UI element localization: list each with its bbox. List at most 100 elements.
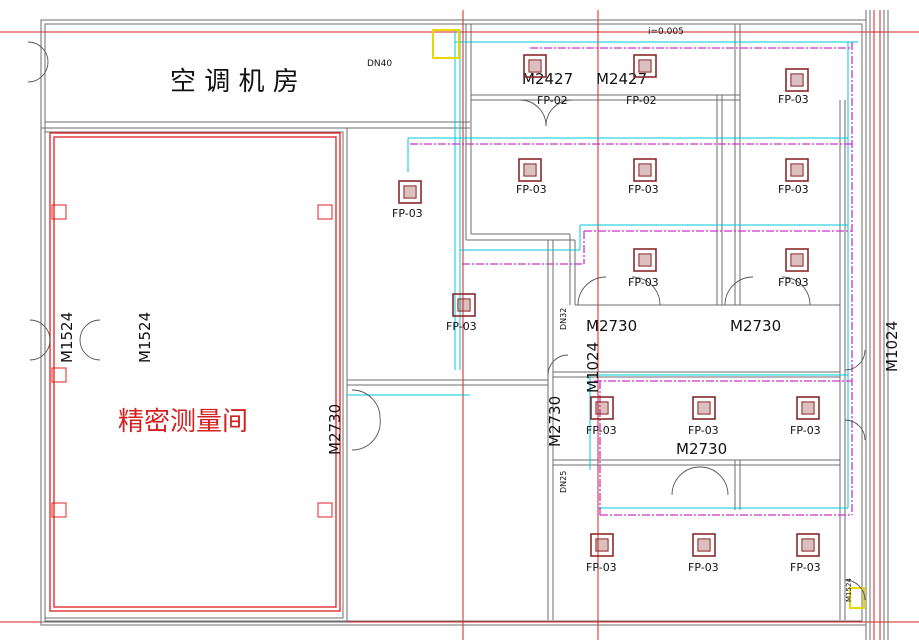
door-label: M2730 — [730, 317, 781, 335]
fan-coil-icon — [785, 158, 809, 182]
fan-coil-icon — [633, 54, 657, 78]
door-marker-yellow — [849, 587, 865, 609]
fan-coil-icon — [796, 533, 820, 557]
fan-coil-grille — [801, 538, 815, 552]
pipe-label-slope: i=0.005 — [648, 27, 684, 37]
fan-coil-icon — [785, 248, 809, 272]
door-swing-office-4 — [781, 276, 811, 306]
fan-coil-label: FP-03 — [778, 183, 809, 196]
fan-coil-unit: FP-03 — [778, 248, 809, 289]
door-swing-office-3 — [724, 276, 754, 306]
fan-coil-icon — [633, 158, 657, 182]
fan-coil-grille — [638, 59, 652, 73]
fan-coil-unit: FP-03 — [446, 293, 477, 333]
fan-coil-grille — [801, 401, 815, 415]
fan-coil-icon — [796, 396, 820, 420]
fan-coil-icon — [590, 396, 614, 420]
door-swing-west-1 — [27, 41, 49, 63]
fan-coil-icon — [785, 68, 809, 92]
fan-coil-unit: FP-03 — [778, 158, 809, 196]
pipe-label-dn40: DN40 — [367, 59, 392, 69]
ac-room-label: 空 调 机 房 — [170, 67, 299, 97]
fan-coil-label: FP-03 — [628, 276, 659, 289]
walls — [40, 10, 889, 640]
fan-coil-label: FP-02 — [537, 94, 568, 107]
door-label: M1524 — [58, 312, 76, 363]
door-swing-m2730-a — [351, 389, 381, 419]
fan-coil-label: FP-03 — [790, 424, 821, 437]
column-5 — [51, 367, 67, 383]
column-3 — [317, 204, 333, 220]
door-swing-side-d — [844, 579, 866, 601]
fan-coil-unit: FP-03 — [516, 158, 547, 196]
columns — [51, 204, 333, 518]
fan-coil-grille — [790, 253, 804, 267]
fan-coil-grille — [638, 253, 652, 267]
fan-coil-label: FP-03 — [586, 424, 617, 437]
door-label: M2427 — [522, 70, 573, 88]
fan-coil-unit: FP-03 — [628, 248, 659, 289]
ahu-equipment — [432, 29, 460, 59]
fan-coil-grille — [697, 538, 711, 552]
door-swings — [27, 41, 866, 601]
door-swing-lower-1 — [671, 466, 701, 496]
door-swing-office-2 — [631, 276, 661, 306]
fan-coil-icon — [692, 396, 716, 420]
precision-room-wall-inner — [44, 131, 344, 619]
fan-coil-unit: FP-03 — [688, 533, 719, 574]
door-swing-m1024-b — [844, 349, 866, 371]
door-label: M1024 — [584, 342, 602, 393]
door-swing-side-c — [844, 419, 866, 441]
pipe-label-dn32: DN32 — [559, 308, 568, 330]
fan-coil-grille — [790, 73, 804, 87]
fan-coil-grille — [697, 401, 711, 415]
door-swing-lower-2 — [699, 466, 729, 496]
fan-coil-unit: FP-03 — [392, 180, 423, 220]
door-label: M1524 — [845, 578, 853, 602]
fan-coil-grille — [457, 298, 471, 312]
door-swing-m1524-2 — [29, 339, 51, 361]
magenta-pipes — [410, 42, 853, 516]
door-swing-m1524-3 — [79, 319, 101, 341]
fan-coil-unit: FP-03 — [586, 396, 617, 437]
fan-coil-grille — [638, 163, 652, 177]
fan-coil-icon — [633, 248, 657, 272]
precision-room-label: 精密测量间 — [118, 407, 248, 437]
column-4 — [317, 502, 333, 518]
door-labels: M2427 M2427 M1524 M1524 M2730 M2730 M273… — [58, 70, 901, 602]
door-swing-m2730-b — [351, 417, 381, 451]
pipe-label-dn25: DN25 — [559, 471, 568, 493]
column-2 — [51, 502, 67, 518]
fan-coil-icon — [452, 293, 476, 317]
door-swing-m1524-4 — [79, 339, 101, 361]
fan-coil-unit: FP-03 — [790, 396, 821, 437]
fan-coil-unit: FP-03 — [628, 158, 659, 196]
fan-coil-unit: FP-03 — [586, 533, 617, 574]
fan-coil-icon — [523, 54, 547, 78]
precision-room-wall — [40, 127, 348, 623]
fan-coil-label: FP-02 — [626, 94, 657, 107]
fan-coil-label: FP-03 — [516, 183, 547, 196]
fan-coil-label: FP-03 — [778, 276, 809, 289]
fan-coil-label: FP-03 — [628, 183, 659, 196]
door-label: M2730 — [546, 396, 564, 447]
fan-coil-unit: FP-03 — [790, 533, 821, 574]
door-label: M1024 — [883, 321, 901, 372]
door-swing-west-2 — [27, 61, 49, 83]
fan-coil-grille — [528, 59, 542, 73]
fan-coil-unit: FP-02 — [523, 54, 568, 107]
precision-room-red-outer — [49, 132, 341, 612]
fan-coil-label: FP-03 — [688, 424, 719, 437]
fan-coil-unit: FP-02 — [626, 54, 657, 107]
door-label: M2730 — [326, 404, 344, 455]
fan-coil-label: FP-03 — [586, 561, 617, 574]
precision-room-red-inner — [53, 136, 337, 608]
door-swing-m1524-1 — [29, 319, 51, 341]
door-label: M2730 — [676, 440, 727, 458]
fan-coil-icon — [518, 158, 542, 182]
fan-coil-grille — [523, 163, 537, 177]
fan-coil-icon — [692, 533, 716, 557]
cyan-pipes — [347, 30, 858, 509]
